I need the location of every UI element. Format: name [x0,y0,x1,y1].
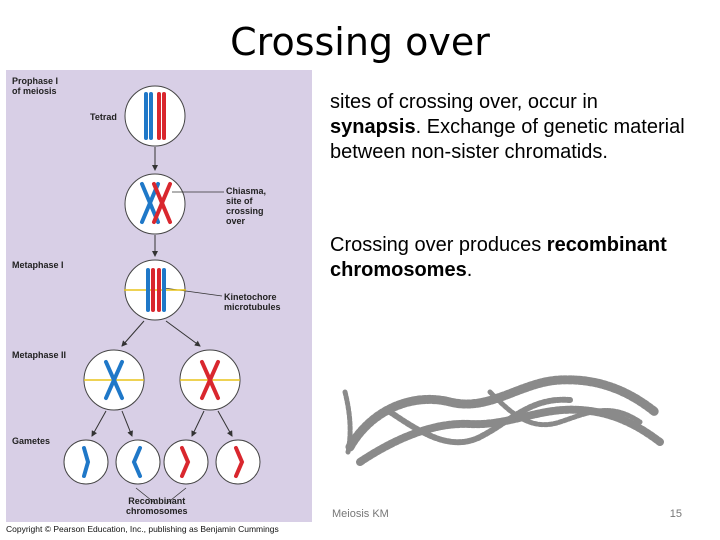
label-kinetochore: Kinetochore microtubules [224,292,281,312]
label-chiasma: Chiasma, site of crossing over [226,186,266,226]
paragraph-2-text-a: Crossing over produces [330,234,547,256]
label-chiasma-line2: site of [226,196,253,206]
label-kinetochore-line1: Kinetochore [224,292,277,302]
label-prophase-line2: of meiosis [12,86,57,96]
paragraph-1-bold: synapsis [330,116,416,138]
slide-title: Crossing over [230,20,490,64]
label-metaphase1: Metaphase I [12,260,64,270]
label-recombinant-line1: Recombinant [128,496,186,506]
gamete-4 [215,439,261,485]
paragraph-2-text-b: . [466,259,473,281]
label-recombinant: Recombinant chromosomes [126,496,188,516]
meiosis-diagram [63,85,261,505]
label-chiasma-line3: crossing [226,206,264,216]
figure-copyright: Copyright © Pearson Education, Inc., pub… [6,524,279,534]
paragraph-1: sites of crossing over, occur in synapsi… [330,90,690,165]
gamete-2 [115,439,161,485]
label-gametes: Gametes [12,436,51,446]
micrograph-image [330,352,670,482]
label-chiasma-line4: over [226,216,246,226]
label-kinetochore-line2: microtubules [224,302,281,312]
footer-label: Meiosis KM [332,508,389,520]
paragraph-2-bold: recombinant chromosomes [330,234,667,281]
label-metaphase2: Metaphase II [12,350,67,360]
label-prophase: Prophase I of meiosis [12,76,58,96]
label-tetrad: Tetrad [90,112,117,122]
paragraph-1-text-b: . Exchange of genetic material between n… [330,116,685,163]
label-recombinant-line2: chromosomes [126,506,188,516]
slide-number: 15 [669,508,682,520]
label-chiasma-line1: Chiasma, [226,186,267,196]
paragraph-2: Crossing over produces recombinant chrom… [330,233,690,283]
meiosis-figure: Prophase I of meiosis Tetrad Chiasma, si… [6,70,312,522]
paragraph-1-text-a: sites of crossing over, occur in [330,91,598,113]
micrograph-chromosome-drawing [342,375,664,466]
cell-tetrad [124,85,186,147]
label-prophase-line1: Prophase I [12,76,59,86]
